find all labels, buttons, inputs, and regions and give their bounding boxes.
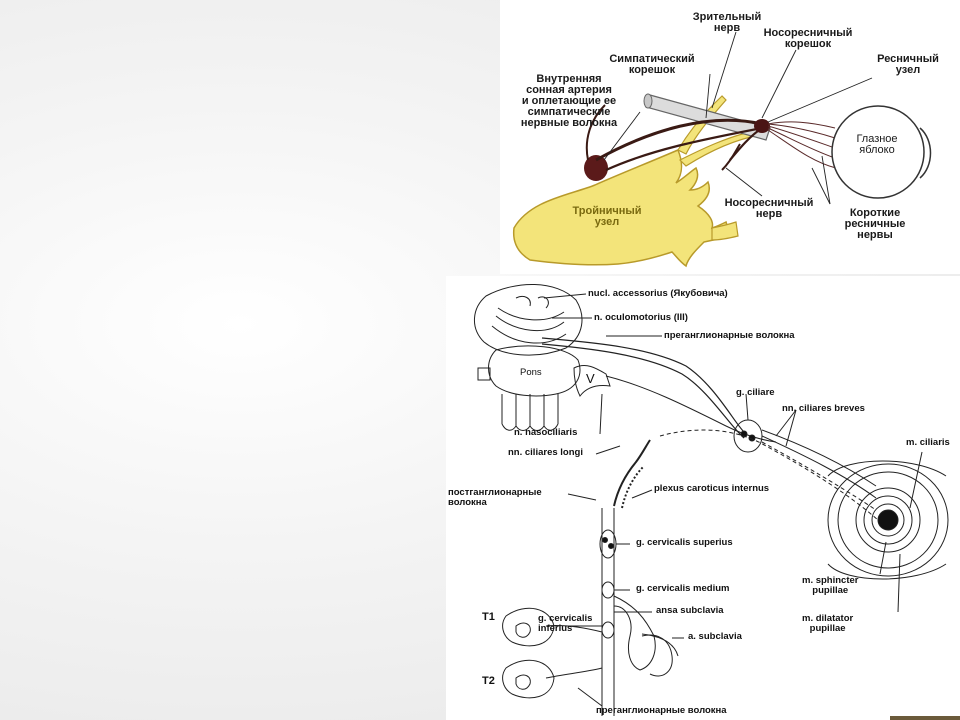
- g-cervicalis-medium-label: g. cervicalis medium: [636, 583, 730, 594]
- nn-ciliares-longi-label: nn. ciliares longi: [508, 447, 583, 458]
- ciliary-ganglion-label: Ресничный узел: [877, 53, 939, 76]
- carotid-plexus-node: [584, 155, 608, 181]
- trigeminal-ganglion-shape: [512, 149, 731, 268]
- short-ciliary-nerves-lines: [767, 121, 837, 169]
- nasociliary-root-label: Носоресничный корешок: [763, 27, 853, 50]
- internal-carotid-label: Внутренняя сонная артерия и оплетающие е…: [520, 73, 618, 129]
- nucl-accessorius-label: nucl. accessorius (Якубовича): [588, 288, 728, 299]
- corner-accent-bar: [890, 716, 960, 720]
- optic-nerve-shape: [645, 94, 771, 141]
- sympathetic-root-label: Симпатический корешок: [609, 53, 695, 76]
- postganglionic-label: постганглионарные волокна: [448, 487, 542, 508]
- n-nasociliaris-label: n. nasociliaris: [514, 427, 578, 438]
- ciliary-ganglion-diagram: Зрительный нерв Носоресничный корешок Си…: [500, 0, 960, 274]
- ciliary-ganglion-drawing: [512, 31, 932, 268]
- midbrain-shape: [474, 283, 583, 356]
- nn-ciliares-breves-label: nn. ciliares breves: [782, 403, 865, 414]
- m-ciliaris-label: m. ciliaris: [906, 437, 950, 448]
- g-ciliare-label: g. ciliare: [736, 387, 775, 398]
- t2-label: T2: [482, 675, 495, 687]
- t1-label: T1: [482, 611, 495, 623]
- eye-shape: [827, 463, 949, 577]
- pupil-innervation-drawing: [474, 283, 949, 716]
- pupil-innervation-diagram: nucl. accessorius (Якубовича) n. oculomo…: [446, 276, 960, 720]
- eyeball-label: Глазное яблоко: [856, 133, 898, 156]
- n-oculomotorius-label: n. oculomotorius (III): [594, 312, 688, 323]
- a-subclavia-label: a. subclavia: [688, 631, 742, 642]
- g-cervicalis-inferius-label: g. cervicalis inferius: [538, 613, 593, 634]
- preganglionic-bottom-label: преганглионарные волокна: [596, 705, 727, 716]
- g-cervicalis-superius-label: g. cervicalis superius: [636, 537, 733, 548]
- m-dilatator-label: m. dilatator pupillae: [802, 613, 854, 634]
- plexus-caroticus-label: plexus caroticus internus: [654, 483, 770, 494]
- preganglionic-top-label: преганглионарные волокна: [664, 330, 795, 341]
- eyeball-circle: [831, 105, 925, 199]
- m-sphincter-label: m. sphincter pupillae: [802, 575, 859, 596]
- pons-label: Pons: [520, 367, 542, 378]
- ciliary-ganglion-node: [754, 119, 770, 133]
- ansa-subclavia-label: ansa subclavia: [656, 605, 724, 616]
- nasociliary-nerve-label: Носоресничный нерв: [724, 197, 814, 220]
- short-ciliary-nerves-label: Короткие ресничные нервы: [844, 207, 906, 241]
- trigeminal-ganglion-label: Тройничный узел: [572, 205, 642, 228]
- v-label: V: [586, 371, 595, 386]
- optic-nerve-label: Зрительный нерв: [692, 11, 762, 34]
